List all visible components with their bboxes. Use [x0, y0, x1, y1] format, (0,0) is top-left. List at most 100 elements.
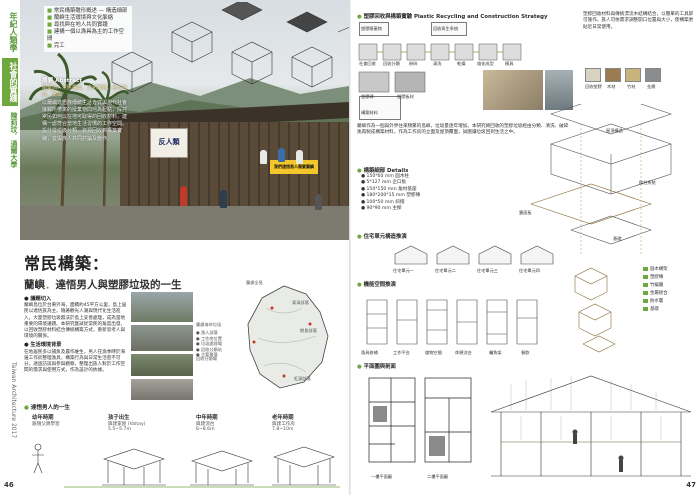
structure-legend: 圓木構架 塑膠磚 竹編牆 金屬接合 防水層 基礎: [643, 266, 697, 312]
function-label: 儲物空間: [425, 350, 442, 355]
module-axonometrics: [574, 267, 616, 353]
title-sub-b: 達悟男人與塑膠垃圾的一生: [55, 279, 182, 291]
section-heading: 平面圖與剖面: [357, 362, 396, 370]
stage-title: 孩子出生: [108, 415, 130, 421]
photo-thumbnail: [131, 292, 193, 322]
stage-title: 幼年時期: [32, 415, 54, 421]
page-gutter: [349, 0, 351, 495]
stage-range: 7.8~10m: [272, 427, 294, 432]
explode-label: 屋頂構造: [606, 128, 623, 133]
left-vertical-strip: 年紀人類學 社會的實踐 陳莉玟．通爾大學 Taiwan Architecture…: [0, 0, 20, 495]
function-frame-drawings: [366, 299, 538, 345]
material-photo: [483, 70, 543, 110]
legend-item: ● 漁人部落: [196, 330, 218, 335]
title-sub-a: 蘭嶼: [24, 279, 45, 291]
legend-item: 防水層: [643, 298, 697, 304]
bullet-item: 蘭嶼生活環境與文化脈絡: [47, 15, 129, 22]
axonometric-models: [111, 2, 349, 93]
legend-item: 基礎: [643, 306, 697, 312]
flow-label: 模具: [505, 61, 514, 66]
flow-label: 熔化成型: [477, 61, 494, 66]
exploded-axonometric: [530, 104, 672, 254]
flow-box: [359, 96, 401, 120]
bullet-item: 完工: [47, 43, 129, 50]
person-figure: [260, 150, 267, 164]
flow-label: 社會回收: [359, 61, 376, 66]
map-label: 蘭嶼全島: [246, 280, 263, 285]
hero-photo: 反人類 我們達悟男人需要蘭嶼 常民構築雛形概述 — 構造細部 蘭嶼: [20, 0, 349, 240]
yellow-banner-text: 我們達悟男人需要蘭嶼: [274, 164, 314, 169]
palm-tree-icon: [28, 52, 98, 210]
timeline-drawings: [32, 443, 340, 488]
timeline-stage: 老年時期 興建工作房 7.8~10m: [272, 413, 295, 432]
left-page-number: 46: [4, 481, 14, 489]
function-label: 工作平台: [393, 350, 410, 355]
timeline-stage: 幼年時期 跟隨父親學習: [32, 413, 60, 427]
person-figure: [220, 190, 227, 208]
stage-range: 6~8.6m: [196, 427, 215, 432]
material-swatch: [585, 68, 601, 82]
stage-sub: 興建工作房: [272, 422, 295, 427]
section-text: 蘭嶼作為一個與外界往來頻繁的島嶼，垃圾量逐年增加。本研究將回收的塑膠垃圾經由分類…: [357, 124, 569, 136]
island-map: [247, 285, 329, 389]
person-figure: [315, 194, 322, 210]
legend-item: ● 垃圾處理場: [196, 341, 222, 347]
legend-item: 圓木構架: [643, 266, 697, 272]
right-page: 塑膠回收與構築實驗 Plastic Recycling and Construc…: [351, 0, 700, 495]
flow-box-label: 構築材料: [361, 110, 378, 115]
unit-label: 住宅單元三: [477, 268, 498, 273]
map-legend: ● 漁人部落 ● 工作房位置 ● 垃圾處理場 ● 回收分類站 ● 主要聚落: [196, 330, 244, 358]
bullet-item: 尋找與在地人共同實踐: [47, 22, 129, 29]
right-page-number: 47: [686, 481, 696, 489]
body-text-column: ● 議題切入 蘭嶼島位於台東外海，面積約45平方公里，島上居民以達悟族為主。隨著…: [24, 294, 128, 374]
person-figure: [180, 186, 187, 206]
author-tag: 陳莉玟．通爾大學: [10, 112, 18, 168]
flow-label: 粉碎: [409, 61, 418, 66]
stage-sub: 興建涼台: [196, 422, 215, 427]
legend-item: 金屬接合: [643, 290, 697, 296]
yellow-banner: 我們達悟男人需要蘭嶼: [270, 160, 318, 174]
function-label: 休憩涼台: [455, 350, 472, 355]
title-sub: 蘭嶼．達悟男人與塑膠垃圾的一生: [24, 277, 344, 292]
life-timeline: 達悟男人的一生 幼年時期 跟隨父親學習 孩子出生 興建家屋 (Vahay) 5.…: [24, 403, 344, 491]
plan-caption: 二樓平面圖: [427, 474, 448, 479]
side-note: Taiwan Architecture 2017: [10, 361, 17, 439]
legend-item: ● 工作房位置: [196, 335, 222, 341]
abstract-heading: 摘要 Abstract: [42, 78, 82, 84]
function-label: 漁具修補: [361, 350, 378, 355]
section-text: 蘭嶼島位於台東外海，面積約45平方公里，島上居民以達悟族為主。隨著觀光人潮與現代…: [24, 303, 127, 340]
keywords-label: 關鍵詞：: [42, 85, 63, 92]
progress-bullet-list: 常民構築雛形概述 — 構造細部 蘭嶼生活環境與文化脈絡 尋找與在地人共同實踐 建…: [44, 6, 132, 52]
right-column-text: 塑膠回收材料與傳統漂流木結構結合，以簡單的工具即可施作。族人可依需求調整開口位置…: [583, 12, 694, 30]
unit-label: 住宅單元四: [519, 268, 540, 273]
legend-item: ● 回收分類站: [196, 346, 222, 352]
timeline-stage: 孩子出生 興建家屋 (Vahay) 5.5~5.7m: [108, 413, 145, 432]
detail-item: ● 100*50 mm 斜撐: [361, 199, 405, 205]
photo-thumbnail: [131, 354, 193, 376]
swatch-label: 竹材: [627, 84, 636, 89]
perspective-section: [490, 375, 692, 477]
article-title: 常民構築： 蘭嶼．達悟男人與塑膠垃圾的一生: [24, 250, 344, 292]
detail-item: ● 5*127 mm 企口板: [361, 180, 407, 186]
title-sub-dot: ．: [45, 279, 56, 291]
section-heading: ● 議題切入: [24, 296, 52, 302]
ground: [20, 206, 349, 240]
timeline-stage: 中年時期 興建涼台 6~8.6m: [196, 413, 218, 432]
unit-label: 住宅單元一: [393, 268, 414, 273]
banner-sign: 反人類: [150, 128, 188, 158]
stage-title: 中年時期: [196, 415, 218, 421]
flow-label: 清洗: [433, 61, 442, 66]
details-list: ● 150*60 mm 圓木柱 ● 5*127 mm 企口板 ● 150*150…: [361, 174, 511, 212]
photo-caption: 回收分類場: [196, 356, 217, 361]
housing-unit-drawings: [394, 245, 554, 265]
section-text: 在地居民多以捕魚及農作維生，男人在漁季時於海邊工作房整理漁具，構築行為與日常生活…: [24, 349, 126, 374]
function-label: 曬魚架: [489, 350, 502, 355]
abstract-block: 摘要 Abstract 關鍵詞：常民構築、文化實踐、回收材料、蘭嶼 以蘭嶼達悟族…: [42, 78, 128, 143]
map-label: 東清部落: [292, 300, 309, 305]
material-swatch: [605, 68, 621, 82]
detail-item: ● 90*90 mm 主樑: [361, 206, 402, 212]
photo-caption: 蘭嶼海岸垃圾: [196, 322, 222, 327]
section-tag: 社會的實踐: [2, 58, 18, 106]
explode-label: 牆面板: [519, 210, 532, 215]
bullet-item: 建構一個以漁具為主的工作空間: [47, 29, 129, 43]
